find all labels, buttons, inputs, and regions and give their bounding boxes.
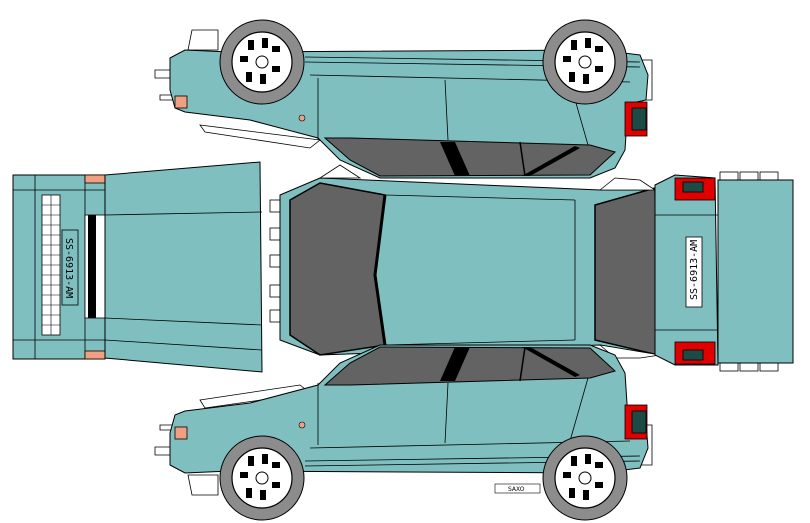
hub — [578, 55, 592, 69]
hub — [578, 471, 592, 485]
wheel-front-top — [219, 19, 305, 105]
front-grille — [41, 194, 61, 336]
indicator-light — [174, 426, 188, 440]
tail-light-lens — [631, 107, 647, 131]
wheel-holes — [240, 454, 280, 500]
wheel-rear-bottom — [542, 435, 628, 521]
windshield-tabs — [269, 199, 281, 323]
license-plate-front-text: SS-6913-AM — [63, 238, 74, 298]
wheel-front-bottom — [219, 435, 305, 521]
rear-window — [594, 187, 659, 356]
license-plate-rear-text: SS-6913-AM — [689, 240, 700, 300]
glue-tab — [318, 164, 362, 179]
tail-light-lens — [682, 181, 704, 193]
side-repeater — [298, 114, 306, 122]
indicator-light — [84, 174, 106, 184]
windshield — [289, 182, 386, 356]
hood-panel — [104, 161, 263, 373]
license-plate-rear — [685, 236, 703, 308]
panel-line — [384, 194, 576, 201]
panel-line — [384, 339, 576, 346]
rear-bumper — [717, 179, 794, 364]
panel-line — [104, 211, 263, 216]
panel-line — [104, 317, 263, 326]
license-plate-front — [61, 229, 79, 306]
glue-tab — [199, 124, 321, 149]
wheel-holes — [240, 38, 280, 84]
hub — [255, 471, 269, 485]
windshield-edge — [373, 194, 387, 346]
glue-tab — [187, 474, 219, 496]
glue-tab — [187, 29, 219, 51]
window-pillar — [440, 347, 470, 381]
window-pillar — [522, 347, 580, 377]
side-panel-bottom: SAXO — [154, 344, 653, 521]
door-line — [519, 141, 526, 177]
tail-light-lens — [682, 349, 704, 361]
panel-line — [444, 382, 449, 444]
indicator-light — [84, 350, 106, 360]
indicator-light — [174, 95, 188, 109]
model-badge — [494, 483, 541, 494]
front-panel: SS-6913-AM — [12, 174, 106, 360]
roof-panel — [269, 164, 661, 359]
wheel-rear-top — [542, 19, 628, 105]
rear-panel: SS-6913-AM — [654, 171, 794, 372]
tail-light-lens — [631, 410, 647, 434]
model-badge-text: SAXO — [508, 486, 525, 493]
hub — [255, 55, 269, 69]
panel-line — [444, 79, 449, 141]
glue-tab — [598, 177, 657, 191]
panel-line — [104, 339, 263, 351]
hood-black-strip — [88, 215, 96, 318]
wheel-holes — [563, 38, 603, 84]
door-line — [519, 346, 526, 382]
wheel-holes — [563, 454, 603, 500]
window-pillar — [522, 146, 580, 176]
window-pillar — [440, 142, 470, 176]
side-repeater — [298, 421, 306, 429]
side-panel-top — [154, 19, 653, 179]
hood — [104, 161, 263, 373]
panel-line — [569, 377, 589, 442]
